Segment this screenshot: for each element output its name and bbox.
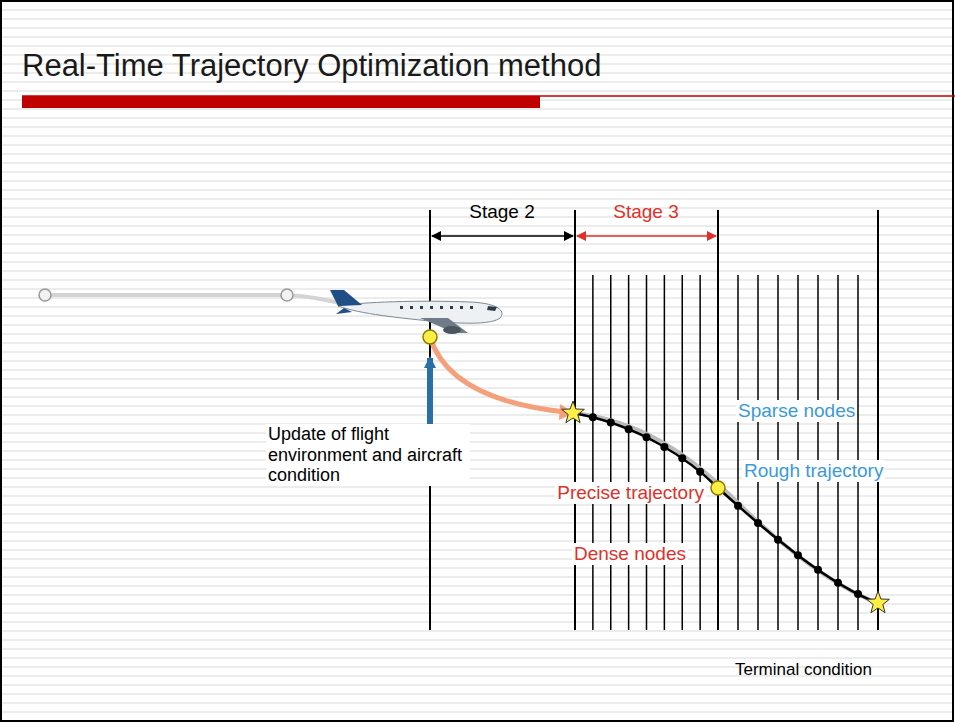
trajectory-node [734, 502, 742, 510]
node-line [857, 275, 859, 630]
node-line [610, 275, 612, 630]
node-line [777, 275, 779, 630]
airplane [330, 290, 502, 334]
trajectory-node [834, 579, 842, 587]
trajectory-node [794, 551, 802, 559]
node-line [592, 275, 594, 630]
trajectory-node [607, 419, 615, 427]
sparse-label: Sparse nodes [736, 400, 857, 422]
node-line [797, 275, 799, 630]
trajectory-node [774, 536, 782, 544]
node-line [646, 275, 648, 630]
node-line [757, 275, 759, 630]
trajectory-node [854, 590, 862, 598]
trajectory-node [660, 443, 668, 451]
trajectory-node [678, 454, 686, 462]
stage-label: Stage 3 [613, 201, 679, 223]
terminal-label: Terminal condition [735, 660, 872, 680]
node-line [837, 275, 839, 630]
node-line [817, 275, 819, 630]
trajectory-node [642, 433, 650, 441]
update-note: Update of flight environment and aircraf… [266, 424, 470, 486]
trajectory-node [754, 519, 762, 527]
precise-label: Precise trajectory [555, 482, 706, 504]
rough-label: Rough trajectory [742, 460, 885, 482]
trajectory-node [696, 468, 704, 476]
node-line [664, 275, 666, 630]
stage-label: Stage 2 [469, 201, 535, 223]
node-line [699, 275, 701, 630]
star-marker [562, 401, 585, 423]
trajectory-node [625, 425, 633, 433]
slide-title: Real-Time Trajectory Optimization method [22, 48, 601, 84]
star-marker [867, 591, 890, 613]
dense-label: Dense nodes [572, 543, 688, 565]
node-line [737, 275, 739, 630]
trajectory-node [589, 413, 597, 421]
trajectory-node [814, 566, 822, 574]
node-line [628, 275, 630, 630]
